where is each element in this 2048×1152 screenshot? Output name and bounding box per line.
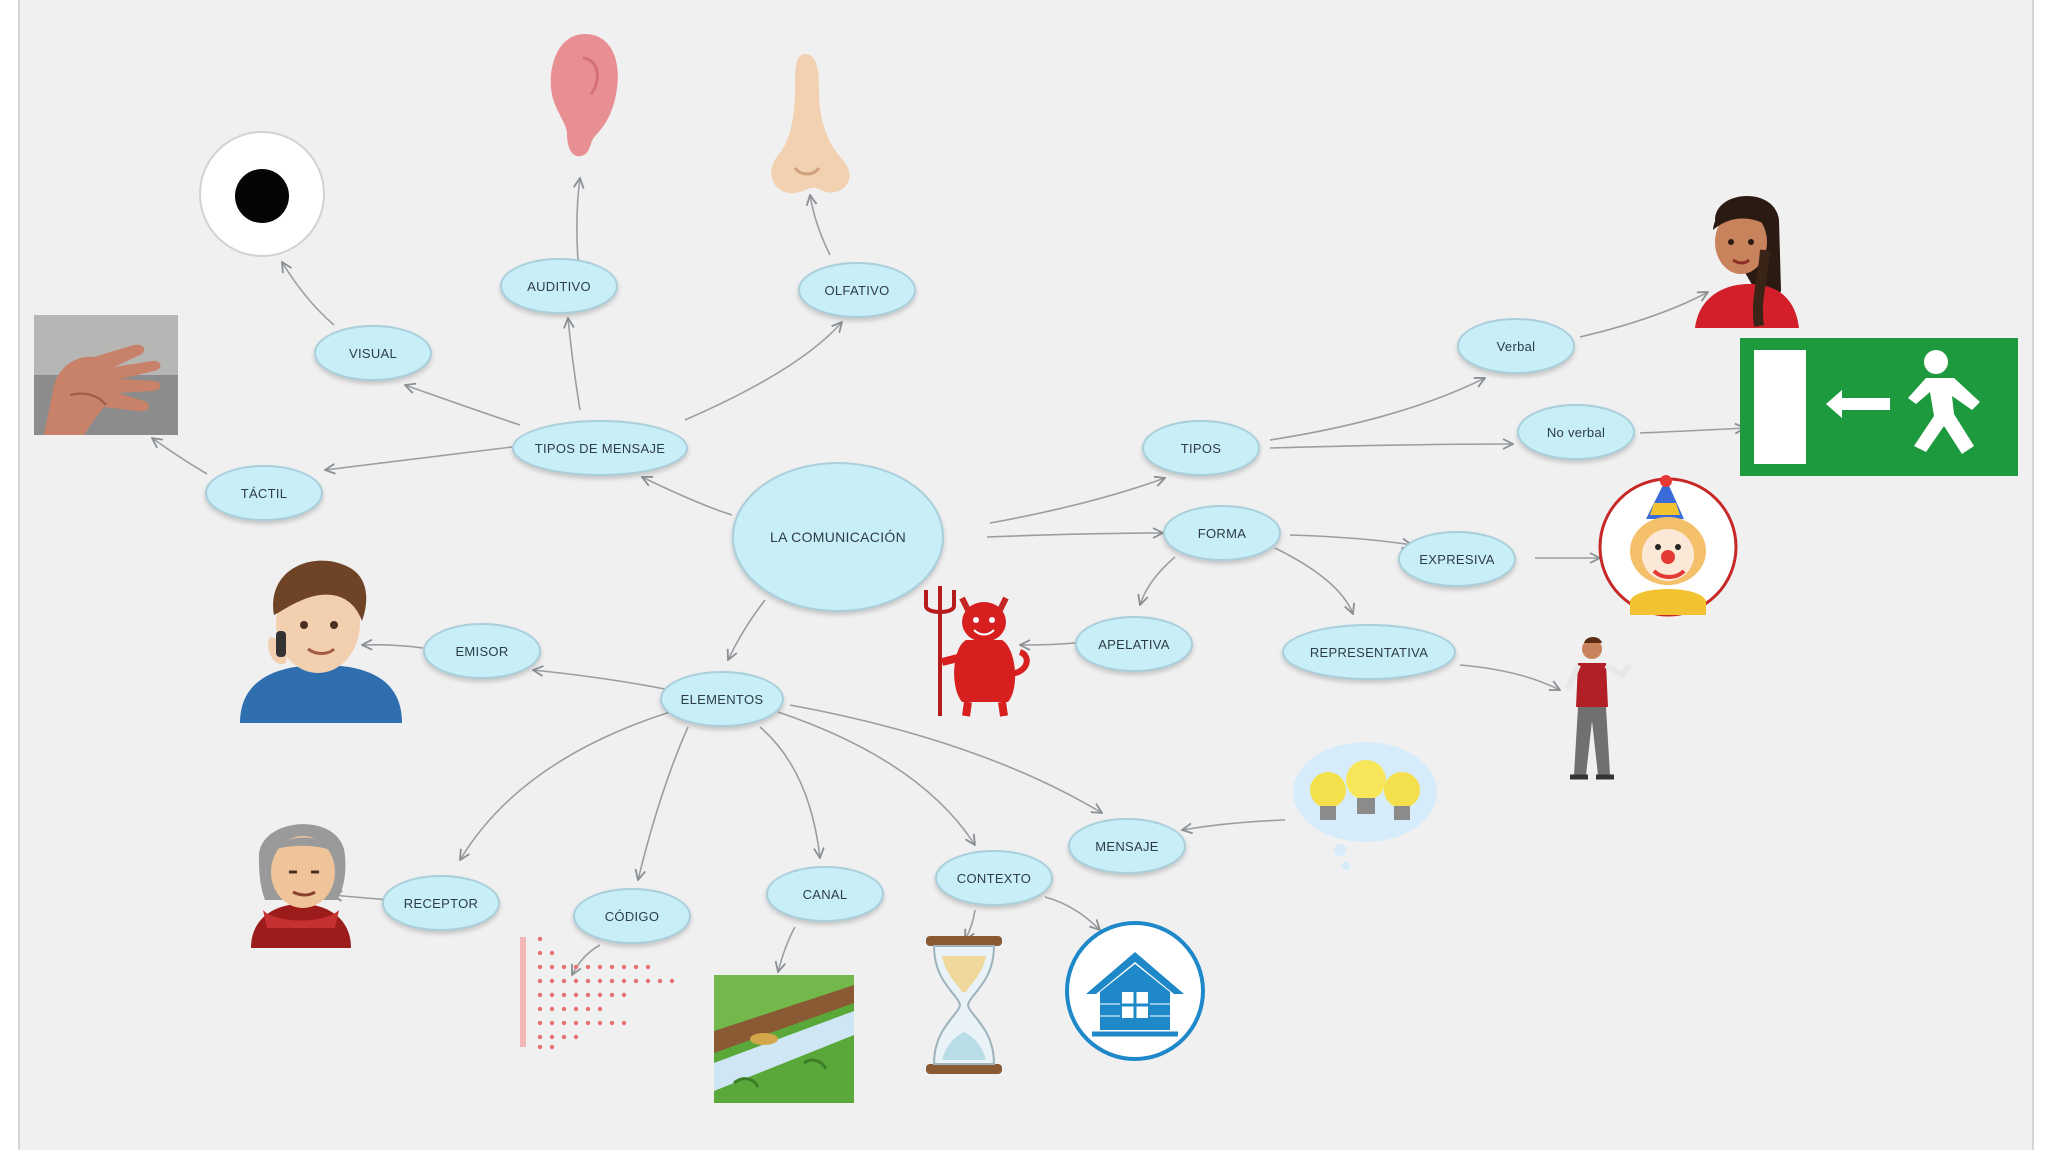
arrow-to-hand	[152, 438, 208, 475]
arrow-to-ear	[577, 178, 580, 261]
arrow-bulbs-to-mensaje	[1182, 819, 1286, 830]
lightbulbs	[1293, 742, 1437, 870]
woman-portrait	[1695, 195, 1799, 328]
arrow-to-woman	[1579, 292, 1708, 338]
hand-photo	[34, 315, 178, 435]
arrow-to-house	[1044, 896, 1100, 930]
node-contexto[interactable]: CONTEXTO	[935, 850, 1053, 906]
arrow-to-apelativa	[1140, 556, 1176, 605]
devil-figure	[924, 586, 1030, 717]
house-icon	[1065, 921, 1205, 1061]
exit-sign	[1740, 338, 2018, 476]
clown-portrait	[1598, 475, 1738, 617]
node-visual[interactable]: VISUAL	[314, 325, 432, 381]
arrow-center-to-tipos-mensaje	[642, 477, 733, 516]
node-tactil[interactable]: TÁCTIL	[205, 465, 323, 521]
node-la-comunicacion[interactable]: LA COMUNICACIÓN	[732, 462, 944, 612]
node-canal[interactable]: CANAL	[766, 866, 884, 922]
arrow-to-canal	[759, 726, 820, 858]
eye-icon	[199, 131, 325, 257]
arrow-to-mensaje	[789, 704, 1102, 813]
arrow-to-representativa	[1274, 547, 1353, 614]
node-auditivo[interactable]: AUDITIVO	[500, 258, 618, 314]
node-forma[interactable]: FORMA	[1163, 505, 1281, 561]
concept-map-canvas: LA COMUNICACIÓN TIPOS DE MENSAJE VISUAL …	[18, 0, 2034, 1150]
node-mensaje[interactable]: MENSAJE	[1068, 818, 1186, 874]
arrow-to-codigo	[638, 726, 689, 880]
arrow-to-emisor	[533, 670, 671, 691]
node-receptor[interactable]: RECEPTOR	[382, 875, 500, 931]
arrow-to-nose	[810, 195, 831, 256]
connector-arrows	[20, 0, 2032, 1150]
man-standing	[1565, 637, 1632, 780]
arrow-to-eye	[282, 262, 335, 326]
node-representativa[interactable]: REPRESENTATIVA	[1282, 624, 1456, 680]
node-verbal[interactable]: Verbal	[1457, 318, 1575, 374]
node-apelativa[interactable]: APELATIVA	[1075, 616, 1193, 672]
arrow-to-tactil	[325, 446, 513, 470]
young-man-on-phone	[240, 560, 402, 723]
node-tipos-de-mensaje[interactable]: TIPOS DE MENSAJE	[512, 420, 688, 476]
arrow-to-receptor	[460, 711, 671, 860]
arrow-to-contexto	[777, 711, 975, 845]
arrow-center-to-elementos	[728, 599, 766, 660]
arrow-to-expresiva	[1289, 534, 1412, 545]
arrow-to-visual	[405, 385, 521, 426]
arrow-to-canal-image	[778, 926, 796, 972]
ear-icon	[550, 34, 618, 157]
node-elementos[interactable]: ELEMENTOS	[660, 671, 784, 727]
arrow-to-man	[1459, 664, 1560, 690]
node-tipos[interactable]: TIPOS	[1142, 420, 1260, 476]
node-emisor[interactable]: EMISOR	[423, 623, 541, 679]
node-expresiva[interactable]: EXPRESIVA	[1398, 531, 1516, 587]
arrow-to-no-verbal	[1269, 444, 1513, 448]
node-codigo[interactable]: CÓDIGO	[573, 888, 691, 944]
grandmother-portrait	[251, 824, 351, 948]
hourglass-icon	[926, 936, 1002, 1074]
nose-icon	[771, 54, 850, 194]
node-no-verbal[interactable]: No verbal	[1517, 404, 1635, 460]
canal-landscape	[714, 975, 854, 1103]
arrow-to-auditivo	[568, 318, 581, 411]
arrow-to-exit	[1639, 428, 1745, 433]
node-olfativo[interactable]: OLFATIVO	[798, 262, 916, 318]
arrow-to-emisor-image	[362, 645, 424, 648]
arrow-to-verbal	[1269, 378, 1485, 441]
dot-code-pattern	[520, 936, 675, 1050]
arrow-center-to-forma	[986, 533, 1163, 537]
arrow-to-olfativo	[684, 322, 842, 421]
arrow-center-to-tipos	[989, 478, 1165, 524]
arrow-to-code-image	[572, 944, 601, 975]
